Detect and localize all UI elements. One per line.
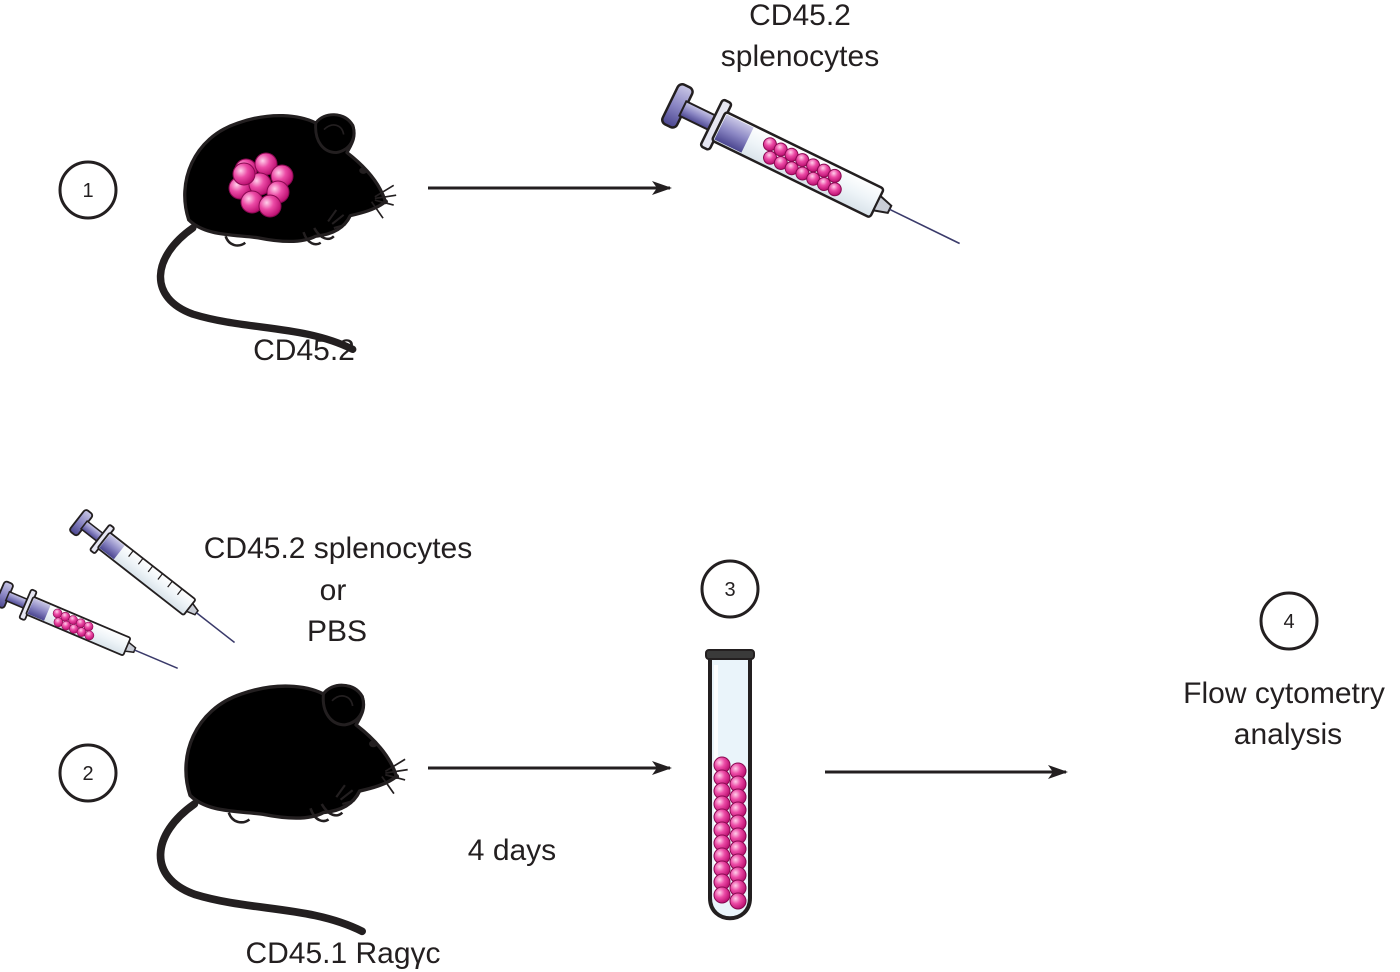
analysis-label-line1: Flow cytometry bbox=[1183, 677, 1385, 710]
test-tube-icon bbox=[705, 649, 755, 921]
donor-syringe-label-line2: splenocytes bbox=[721, 40, 879, 73]
cell-icon bbox=[827, 168, 842, 183]
cell-cluster-icon bbox=[713, 756, 747, 910]
analysis-label-line2: analysis bbox=[1234, 718, 1342, 751]
step-1: 1 bbox=[58, 160, 118, 220]
injection-label: CD45.2 splenocytes or PBS bbox=[204, 532, 472, 648]
cell-icon bbox=[84, 630, 95, 641]
step-3: 3 bbox=[700, 559, 760, 619]
step-number-1: 1 bbox=[82, 180, 93, 202]
step-2: 2 bbox=[58, 743, 118, 803]
cell-icon bbox=[827, 182, 842, 197]
syringe-icon bbox=[0, 580, 178, 669]
syringe-icon bbox=[661, 83, 960, 245]
syringe-icon bbox=[69, 509, 236, 644]
donor-syringe-label-line1: CD45.2 bbox=[749, 0, 851, 32]
donor-mouse-label: CD45.2 bbox=[253, 334, 355, 367]
injection-label-line3: PBS bbox=[307, 615, 367, 648]
cell-icon bbox=[713, 886, 731, 904]
step-number-3: 3 bbox=[724, 579, 735, 601]
recipient-mouse-label: CD45.1 Ragγc bbox=[245, 937, 440, 970]
step-number-2: 2 bbox=[82, 763, 93, 785]
step-number-circle bbox=[700, 559, 760, 619]
cell-icon bbox=[232, 162, 256, 186]
cell-cluster-icon bbox=[228, 152, 294, 218]
injection-label-line2: or bbox=[320, 574, 347, 607]
injection-label-line1: CD45.2 splenocytes bbox=[204, 532, 472, 565]
step-number-circle bbox=[58, 160, 118, 220]
donor-mouse-icon bbox=[160, 115, 396, 350]
analysis-label: Flow cytometry analysis bbox=[1183, 677, 1385, 751]
step-number-circle bbox=[58, 743, 118, 803]
duration-label: 4 days bbox=[468, 834, 556, 867]
cell-icon bbox=[83, 621, 94, 632]
step-number-4: 4 bbox=[1283, 611, 1294, 633]
step-number-circle bbox=[1259, 591, 1319, 651]
cell-icon bbox=[729, 892, 747, 910]
donor-syringe-label: CD45.2 splenocytes bbox=[721, 0, 879, 73]
step-4: 4 bbox=[1259, 591, 1319, 651]
recipient-mouse-icon bbox=[161, 685, 408, 931]
cell-icon bbox=[258, 194, 282, 218]
